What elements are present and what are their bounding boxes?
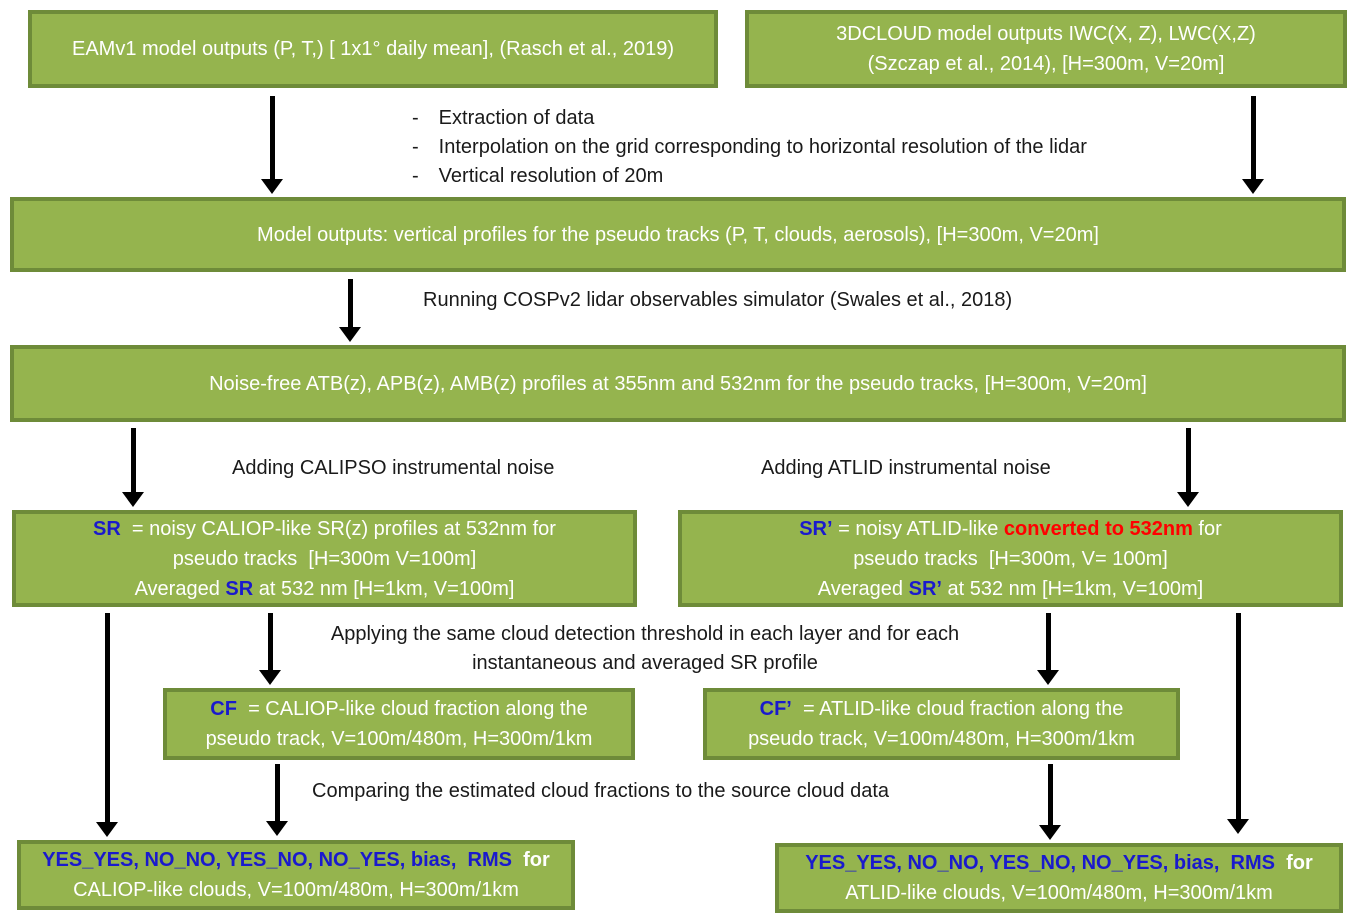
metrics-blue-text: YES_YES, NO_NO, YES_NO, NO_YES, bias, RM…	[805, 852, 1275, 874]
arrow-cf-caliop-to-metrics-caliop	[266, 764, 288, 836]
arrow-head-icon	[1177, 492, 1199, 507]
arrow-stem	[269, 96, 275, 181]
box-eamv1-text: EAMv1 model outputs (P, T,) [ 1x1° daily…	[72, 38, 674, 60]
sr-caliop-line3: Averaged SR at 532 nm [H=1km, V=100m]	[135, 574, 515, 604]
arrow-head-icon	[259, 670, 281, 685]
metrics-atlid-line2: ATLID-like clouds, V=100m/480m, H=300m/1…	[845, 882, 1273, 904]
arrow-stem	[347, 279, 353, 329]
cf-atlid-line1: CF’ = ATLID-like cloud fraction along th…	[760, 694, 1124, 724]
cf-label: CF	[210, 698, 237, 720]
arrow-head-icon	[122, 492, 144, 507]
sr-prime-label: SR’	[799, 517, 833, 540]
threshold-label-line2: instantaneous and averaged SR profile	[472, 652, 818, 674]
bullet-dash: -	[412, 165, 419, 187]
sr-atlid-line1-suffix: for	[1192, 517, 1222, 540]
sr-caliop-line1: SR = noisy CALIOP-like SR(z) profiles at…	[93, 514, 556, 544]
arrow-sr-caliop-to-cf-caliop	[259, 613, 281, 685]
arrow-sr-caliop-to-metrics-caliop	[96, 613, 118, 837]
arrow-model-outputs-to-noise-free	[339, 279, 361, 342]
box-cf-atlid: CF’ = ATLID-like cloud fraction along th…	[703, 688, 1180, 760]
arrow-head-icon	[1227, 819, 1249, 834]
arrow-stem	[1250, 96, 1256, 181]
arrow-head-icon	[96, 822, 118, 837]
atlid-noise-label: Adding ATLID instrumental noise	[761, 457, 1051, 479]
arrow-sr-atlid-to-cf-atlid	[1037, 613, 1059, 685]
sr-atlid-line1-mid: = noisy ATLID-like	[832, 517, 1004, 540]
arrow-noise-free-to-sr-caliop	[122, 428, 144, 507]
box-noise-free-profiles: Noise-free ATB(z), APB(z), AMB(z) profil…	[10, 345, 1346, 422]
box-3dcloud-text-line2: (Szczap et al., 2014), [H=300m, V=20m]	[867, 53, 1225, 75]
metrics-for-text: for	[1275, 852, 1313, 874]
metrics-for-text: for	[512, 849, 550, 871]
bullet-dash: -	[412, 136, 419, 158]
arrow-stem	[1185, 428, 1191, 494]
calipso-noise-label: Adding CALIPSO instrumental noise	[232, 457, 555, 479]
cf-atlid-line2: pseudo track, V=100m/480m, H=300m/1km	[748, 728, 1135, 750]
box-noise-free-text: Noise-free ATB(z), APB(z), AMB(z) profil…	[209, 372, 1147, 395]
comparing-label: Comparing the estimated cloud fractions …	[312, 780, 889, 802]
sr-caliop-line1-rest: = noisy CALIOP-like SR(z) profiles at 53…	[120, 517, 556, 540]
arrow-head-icon	[266, 821, 288, 836]
metrics-caliop-line2: CALIOP-like clouds, V=100m/480m, H=300m/…	[73, 879, 519, 901]
sr-atlid-line1: SR’ = noisy ATLID-like converted to 532n…	[799, 514, 1222, 544]
sr-label: SR	[225, 577, 254, 600]
arrow-stem	[1047, 764, 1053, 827]
arrow-stem	[1235, 613, 1241, 821]
cf-caliop-line1-rest: = CALIOP-like cloud fraction along the	[236, 698, 588, 720]
cf-caliop-line1: CF = CALIOP-like cloud fraction along th…	[210, 694, 587, 724]
converted-532nm-highlight: converted to 532nm	[1003, 517, 1193, 540]
box-model-outputs-pseudo-tracks: Model outputs: vertical profiles for the…	[10, 197, 1346, 272]
arrow-noise-free-to-sr-atlid	[1177, 428, 1199, 507]
sr-atlid-line2: pseudo tracks [H=300m, V= 100m]	[853, 547, 1168, 570]
arrow-head-icon	[1037, 670, 1059, 685]
cosp-simulator-label: Running COSPv2 lidar observables simulat…	[423, 289, 1013, 311]
box-3dcloud-text-line1: 3DCLOUD model outputs IWC(X, Z), LWC(X,Z…	[836, 23, 1256, 45]
box-metrics-caliop: YES_YES, NO_NO, YES_NO, NO_YES, bias, RM…	[17, 840, 575, 910]
arrow-head-icon	[339, 327, 361, 342]
bullet-text-vertical-resolution: Vertical resolution of 20m	[438, 165, 664, 187]
bullet-text-extraction: Extraction of data	[438, 107, 595, 129]
arrow-3dcloud-to-model-outputs	[1242, 96, 1264, 194]
averaged-prefix: Averaged	[134, 577, 226, 600]
averaged-suffix: at 532 nm [H=1km, V=100m]	[941, 577, 1204, 600]
cf-prime-label: CF’	[759, 698, 792, 720]
box-eamv1-model-outputs: EAMv1 model outputs (P, T,) [ 1x1° daily…	[28, 10, 718, 88]
sr-atlid-line3: Averaged SR’ at 532 nm [H=1km, V=100m]	[818, 574, 1203, 604]
cf-atlid-line1-rest: = ATLID-like cloud fraction along the	[791, 698, 1124, 720]
arrow-head-icon	[1242, 179, 1264, 194]
box-sr-caliop: SR = noisy CALIOP-like SR(z) profiles at…	[12, 510, 637, 607]
box-3dcloud-model-outputs: 3DCLOUD model outputs IWC(X, Z), LWC(X,Z…	[745, 10, 1347, 88]
sr-prime-label: SR’	[908, 577, 942, 600]
sr-caliop-line2: pseudo tracks [H=300m V=100m]	[172, 547, 477, 570]
bullet-dash: -	[412, 107, 419, 129]
bullet-text-interpolation: Interpolation on the grid corresponding …	[438, 136, 1087, 158]
box-metrics-atlid: YES_YES, NO_NO, YES_NO, NO_YES, bias, RM…	[775, 843, 1343, 913]
threshold-label-line1: Applying the same cloud detection thresh…	[330, 623, 960, 645]
extraction-bullet-list: - Extraction of data - Interpolation on …	[412, 104, 1087, 191]
arrow-stem	[267, 613, 273, 672]
arrow-head-icon	[261, 179, 283, 194]
cf-caliop-line2: pseudo track, V=100m/480m, H=300m/1km	[205, 728, 593, 750]
metrics-atlid-line1: YES_YES, NO_NO, YES_NO, NO_YES, bias, RM…	[805, 848, 1313, 878]
box-model-outputs-text: Model outputs: vertical profiles for the…	[257, 223, 1099, 246]
arrow-stem	[1045, 613, 1051, 672]
metrics-blue-text: YES_YES, NO_NO, YES_NO, NO_YES, bias, RM…	[42, 849, 512, 871]
box-sr-atlid: SR’ = noisy ATLID-like converted to 532n…	[678, 510, 1343, 607]
bullet-item: - Interpolation on the grid correspondin…	[412, 133, 1087, 162]
arrow-cf-atlid-to-metrics-atlid	[1039, 764, 1061, 840]
arrow-stem	[274, 764, 280, 823]
cloud-detection-threshold-label: Applying the same cloud detection thresh…	[255, 620, 1035, 678]
arrow-head-icon	[1039, 825, 1061, 840]
sr-label: SR	[93, 517, 121, 540]
bullet-item: - Vertical resolution of 20m	[412, 162, 1087, 191]
arrow-eamv1-to-model-outputs	[261, 96, 283, 194]
arrow-sr-atlid-to-metrics-atlid	[1227, 613, 1249, 834]
box-cf-caliop: CF = CALIOP-like cloud fraction along th…	[163, 688, 635, 760]
metrics-caliop-line1: YES_YES, NO_NO, YES_NO, NO_YES, bias, RM…	[42, 845, 550, 875]
arrow-stem	[130, 428, 136, 494]
bullet-item: - Extraction of data	[412, 104, 1087, 133]
averaged-prefix: Averaged	[817, 577, 909, 600]
arrow-stem	[104, 613, 110, 824]
averaged-suffix: at 532 nm [H=1km, V=100m]	[253, 577, 515, 600]
